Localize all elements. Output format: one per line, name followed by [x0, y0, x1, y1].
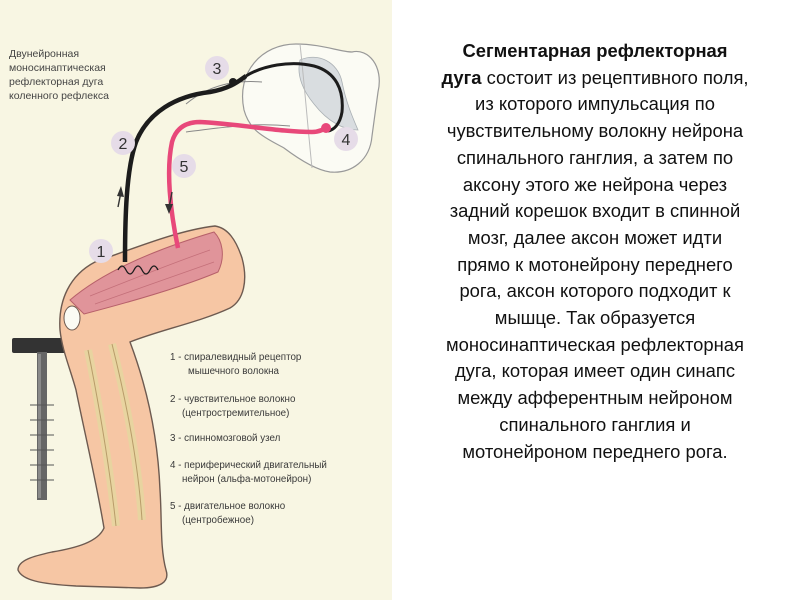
description-text: Сегментарная рефлекторная дуга состоит и…: [440, 38, 750, 465]
marker-4: 4: [334, 127, 358, 151]
legend-item-1: 1 - спиралевидный рецептор: [170, 352, 302, 363]
marker-3: 3: [205, 56, 229, 80]
legend-item-2-cont: (центростремительное): [182, 408, 290, 419]
description-body: состоит из рецептивного поля, из которог…: [446, 66, 749, 462]
marker-2-label: 2: [119, 136, 128, 153]
marker-group: 1 2 3 4 5: [89, 56, 358, 263]
marker-4-label: 4: [342, 132, 351, 149]
marker-2: 2: [111, 131, 135, 155]
reflex-arc-figure: 1 2 3 4 5 Двунейронная моносинаптическая…: [0, 0, 392, 600]
figure-title-line: Двунейронная: [9, 48, 80, 60]
legend-item-1-cont: мышечного волокна: [188, 366, 279, 377]
reflex-arc-diagram: 1 2 3 4 5: [12, 43, 380, 589]
description-term: Сегментарная рефлекторная дуга: [441, 40, 728, 88]
legend-item-4-cont: нейрон (альфа-мотонейрон): [182, 474, 312, 485]
legend-item-5: 5 - двигательное волокно: [170, 501, 286, 512]
marker-5-label: 5: [180, 159, 189, 176]
reflex-hammer: [12, 338, 74, 500]
figure-title-line: коленного рефлекса: [9, 90, 109, 102]
figure-title-line: рефлекторная дуга: [9, 76, 104, 88]
legend-item-5-cont: (центробежное): [182, 515, 254, 526]
leg: [17, 225, 246, 589]
marker-1-label: 1: [97, 244, 106, 261]
figure-title-line: моносинаптическая: [9, 62, 106, 74]
nerve-fibers: [117, 62, 344, 263]
legend-item-2: 2 - чувствительное волокно: [170, 394, 296, 405]
marker-1: 1: [89, 239, 113, 263]
legend-item-4: 4 - периферический двигательный: [170, 460, 327, 471]
legend-item-3: 3 - спинномозговой узел: [170, 433, 281, 444]
marker-5: 5: [172, 154, 196, 178]
marker-3-label: 3: [213, 61, 222, 78]
